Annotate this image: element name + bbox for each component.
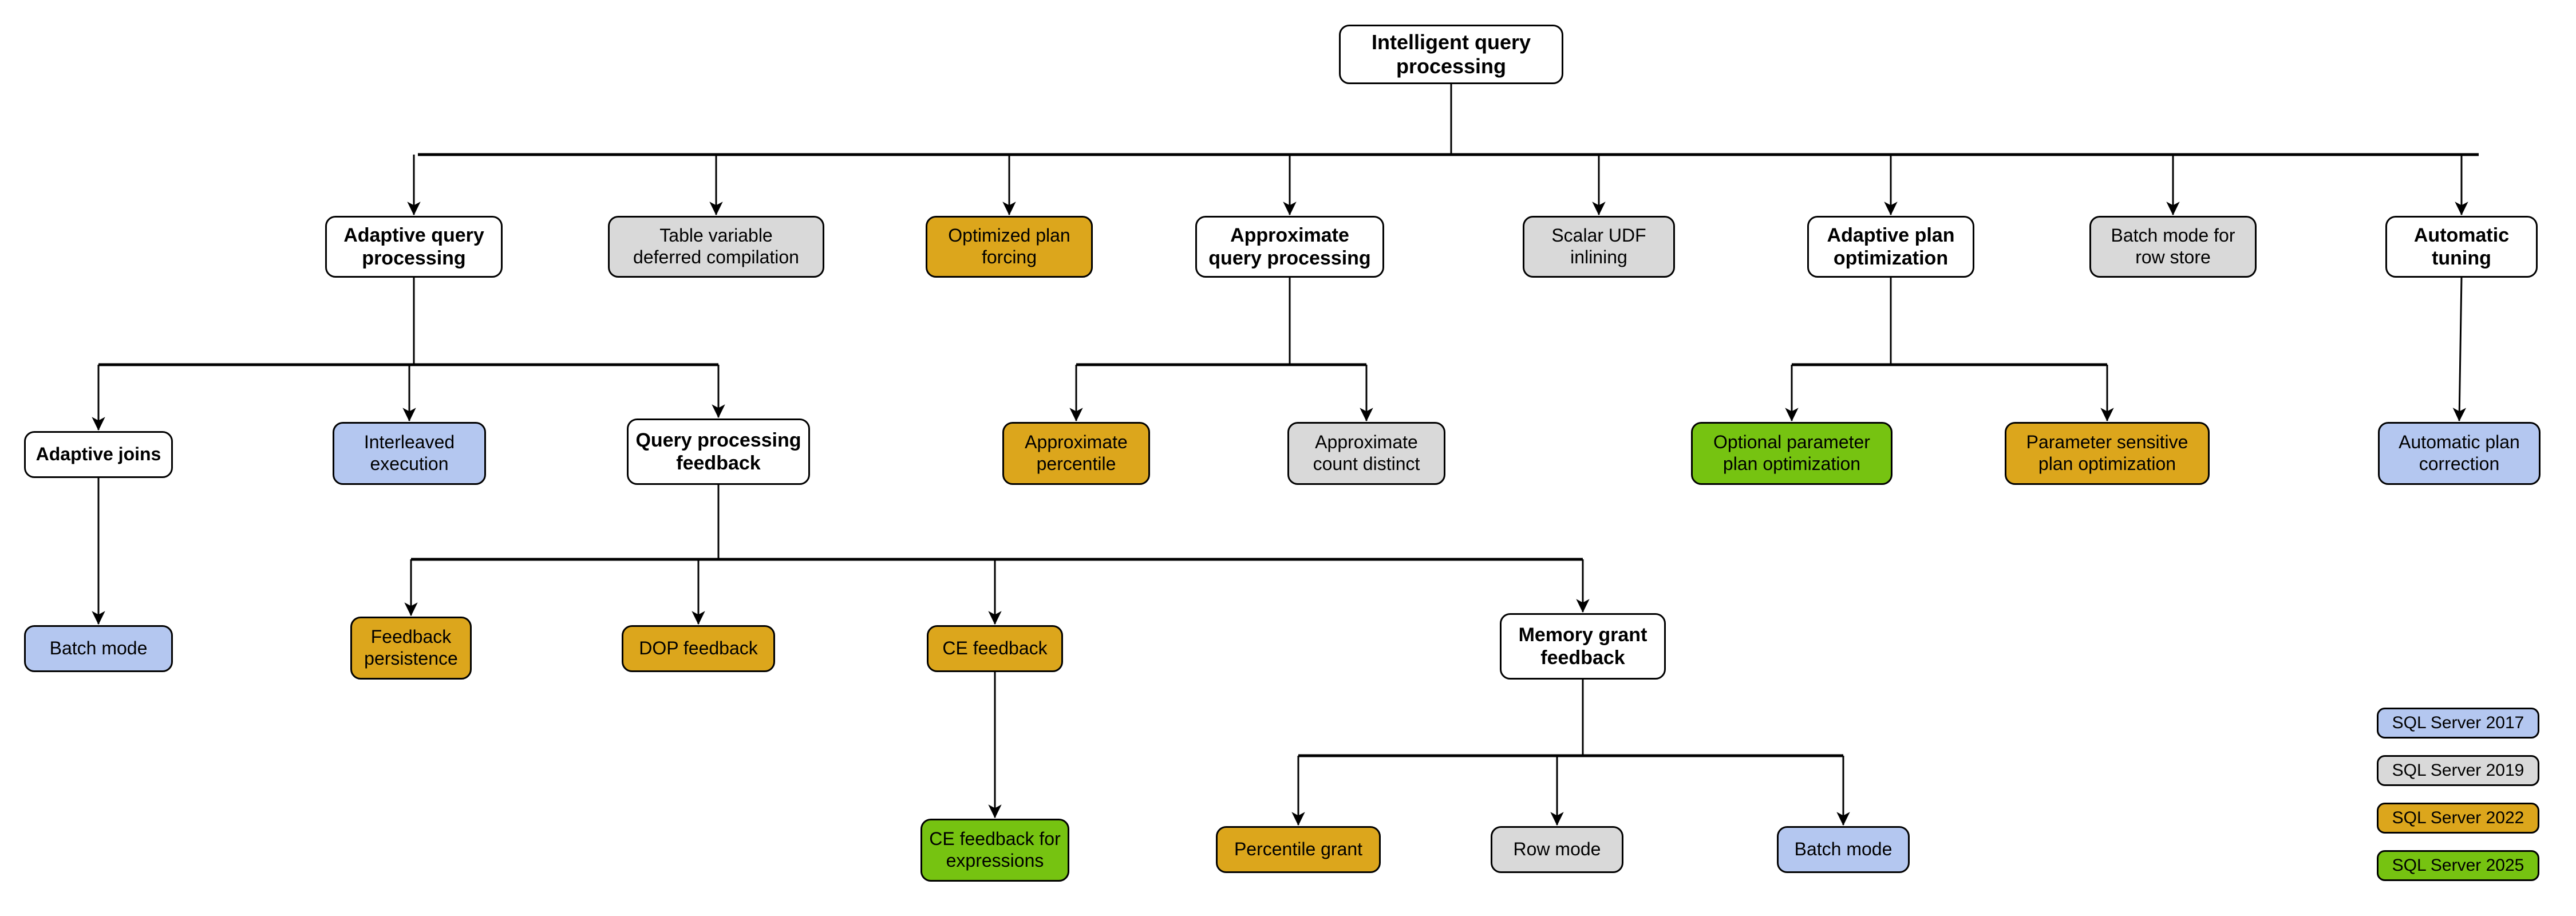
node-ce-feedback[interactable]: CE feedback [927,625,1063,672]
node-approximate-query-processing[interactable]: Approximate query processing [1195,216,1384,278]
node-approximate-percentile[interactable]: Approximate percentile [1002,422,1150,485]
legend-sql-server-2025: SQL Server 2025 [2377,850,2539,881]
node-table-variable-deferred-compilation[interactable]: Table variable deferred compilation [608,216,824,278]
node-scalar-udf-inlining[interactable]: Scalar UDF inlining [1523,216,1675,278]
legend-sql-server-2017: SQL Server 2017 [2377,708,2539,739]
node-automatic-plan-correction[interactable]: Automatic plan correction [2378,422,2541,485]
node-batch-mode-memory-grant[interactable]: Batch mode [1777,826,1910,873]
node-memory-grant-feedback[interactable]: Memory grant feedback [1500,613,1666,680]
node-root[interactable]: Intelligent query processing [1339,25,1563,84]
legend-sql-server-2022: SQL Server 2022 [2377,803,2539,834]
node-automatic-tuning[interactable]: Automatic tuning [2385,216,2538,278]
node-interleaved-execution[interactable]: Interleaved execution [333,422,486,485]
node-adaptive-plan-optimization[interactable]: Adaptive plan optimization [1807,216,1974,278]
node-row-mode[interactable]: Row mode [1491,826,1623,873]
node-optional-parameter-plan-optimization[interactable]: Optional parameter plan optimization [1691,422,1893,485]
node-ce-feedback-for-expressions[interactable]: CE feedback for expressions [920,819,1069,882]
node-parameter-sensitive-plan-optimization[interactable]: Parameter sensitive plan optimization [2005,422,2210,485]
node-dop-feedback[interactable]: DOP feedback [622,625,775,672]
node-percentile-grant[interactable]: Percentile grant [1216,826,1381,873]
node-optimized-plan-forcing[interactable]: Optimized plan forcing [926,216,1093,278]
node-adaptive-joins[interactable]: Adaptive joins [24,431,173,478]
legend-sql-server-2019: SQL Server 2019 [2377,755,2539,786]
node-adaptive-query-processing[interactable]: Adaptive query processing [325,216,503,278]
node-approximate-count-distinct[interactable]: Approximate count distinct [1287,422,1445,485]
node-feedback-persistence[interactable]: Feedback persistence [350,617,472,680]
node-batch-mode-adaptive[interactable]: Batch mode [24,625,173,672]
node-batch-mode-for-row-store[interactable]: Batch mode for row store [2089,216,2257,278]
node-query-processing-feedback[interactable]: Query processing feedback [627,418,810,485]
